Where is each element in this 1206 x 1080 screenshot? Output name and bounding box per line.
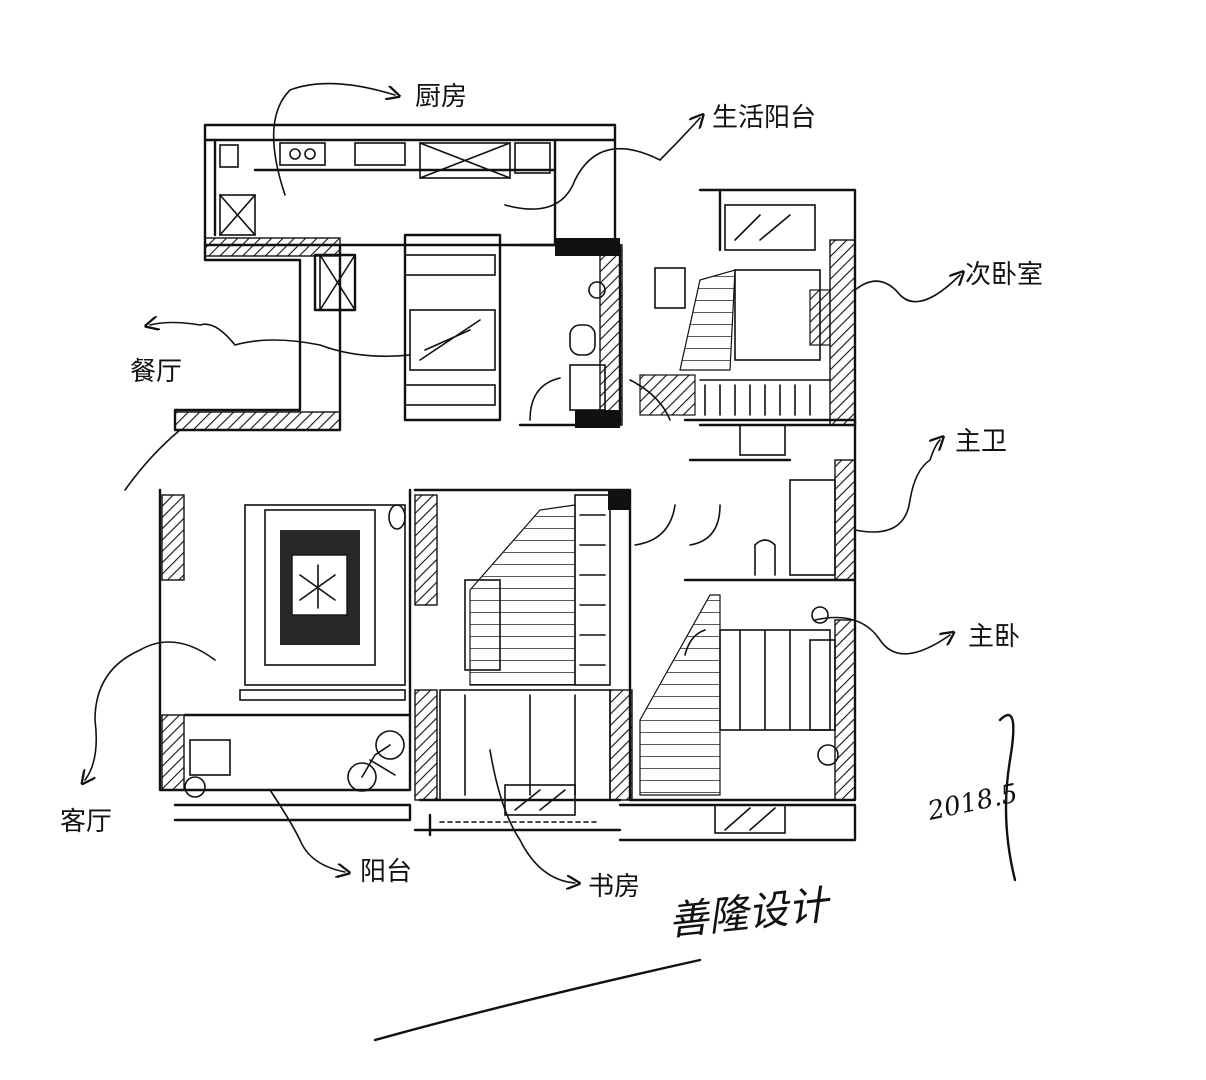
study-furniture xyxy=(439,494,611,823)
living-room-furniture xyxy=(184,504,406,798)
signature-underline xyxy=(373,958,702,1042)
wardrobe-lines xyxy=(704,384,811,416)
balcony-bicycle xyxy=(347,730,405,792)
hatched-walls xyxy=(161,237,856,801)
signature-stroke xyxy=(998,713,1017,882)
label-utility-balcony: 生活阳台 xyxy=(712,103,816,133)
second-bedroom-bed xyxy=(679,204,831,416)
dining-table xyxy=(319,254,496,406)
door-swings xyxy=(124,377,721,656)
callout-arrows xyxy=(85,82,960,883)
label-master-bedroom: 主卧 xyxy=(968,622,1020,652)
signature-title: 善隆设计 xyxy=(666,882,834,945)
label-balcony: 阳台 xyxy=(360,857,412,887)
label-second-bedroom: 次卧室 xyxy=(965,260,1043,290)
label-dining: 餐厅 xyxy=(130,357,182,387)
bathroom-fixtures xyxy=(569,267,836,576)
master-bedroom-furniture xyxy=(639,594,839,834)
label-living: 客厅 xyxy=(60,807,112,837)
label-study: 书房 xyxy=(588,872,640,902)
label-master-bath: 主卫 xyxy=(955,427,1007,457)
outer-walls xyxy=(158,123,857,842)
kitchen-fixtures xyxy=(219,142,551,236)
label-kitchen: 厨房 xyxy=(415,82,467,112)
